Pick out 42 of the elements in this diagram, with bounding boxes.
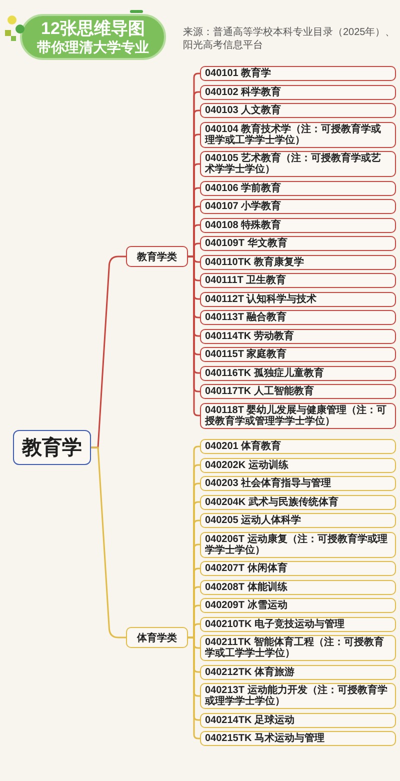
leaf-topic-box: 040118T 婴幼儿发展与健康管理（注：可授教育学或管理学学士学位） — [200, 402, 396, 428]
leaf-topic-box: 040117TK 人工智能教育 — [200, 384, 396, 399]
leaf-topic-box: 040106 学前教育 — [200, 180, 396, 196]
leaf-topic-box: 040212TK 体育旅游 — [200, 664, 396, 680]
leaf-topic-box: 040109T 华文教育 — [200, 236, 396, 251]
leaf-topic-box: 040108 特殊教育 — [200, 218, 396, 232]
leaf-topic-box: 040103 人文教育 — [200, 103, 396, 118]
leaf-topic-box: 040204K 武术与民族传统体育 — [200, 494, 396, 510]
branch-topic-box: 体育学类 — [126, 627, 188, 648]
badge-heading: 12张思维导图 — [41, 18, 145, 38]
leaf-topic-box: 040209T 冰雪运动 — [200, 598, 396, 613]
leaf-topic-box: 040105 艺术教育（注：可授教育学或艺术学学士学位） — [200, 151, 396, 177]
leaf-topic-box: 040206T 运动康复（注：可授教育学或理学学士学位） — [200, 532, 396, 558]
leaf-topic-box: 040213T 运动能力开发（注：可授教育学或理学学士学位） — [200, 683, 396, 709]
leaf-topic-box: 040201 体育教育 — [200, 439, 396, 454]
connector-line — [91, 446, 126, 638]
leaf-topic-box: 040205 运动人体科学 — [200, 513, 396, 528]
leaf-topic-box: 040202K 运动训练 — [200, 458, 396, 472]
leaf-topic-box: 040110TK 教育康复学 — [200, 254, 396, 270]
leaf-topic-box: 040112T 认知科学与技术 — [200, 292, 396, 306]
leaf-topic-box: 040113T 融合教育 — [200, 310, 396, 325]
leaf-topic-box: 040210TK 电子竞技运动与管理 — [200, 616, 396, 632]
leaf-topic-box: 040116TK 孤独症儿童教育 — [200, 366, 396, 380]
leaf-topic-box: 040215TK 马术运动与管理 — [200, 731, 396, 746]
leaf-topic-box: 040211TK 智能体育工程（注：可授教育学或工学学士学位） — [200, 635, 396, 661]
leaf-topic-box: 040207T 休闲体育 — [200, 561, 396, 576]
leaf-topic-box: 040114TK 劳动教育 — [200, 328, 396, 344]
leaf-topic-box: 040208T 体能训练 — [200, 580, 396, 594]
leaf-topic-box: 040101 教育学 — [200, 66, 396, 81]
leaf-topic-box: 040107 小学教育 — [200, 199, 396, 214]
connector-line — [188, 636, 200, 740]
source-note: 来源：普通高等学校本科专业目录（2025年）、阳光高考信息平台 — [183, 26, 396, 52]
leaf-topic-box: 040115T 家庭教育 — [200, 347, 396, 362]
central-topic-box: 教育学 — [13, 430, 91, 465]
leaf-topic-box: 040214TK 足球运动 — [200, 712, 396, 728]
badge-subheading: 带你理清大学专业 — [37, 38, 149, 56]
title-badge — [20, 14, 166, 60]
leaf-topic-box: 040104 教育技术学（注：可授教育学或理学或工学学士学位） — [200, 122, 396, 148]
leaf-topic-box: 040203 社会体育指导与管理 — [200, 476, 396, 491]
leaf-topic-box: 040102 科学教育 — [200, 84, 396, 100]
leaf-topic-box: 040111T 卫生教育 — [200, 273, 396, 288]
branch-topic-box: 教育学类 — [126, 246, 188, 267]
